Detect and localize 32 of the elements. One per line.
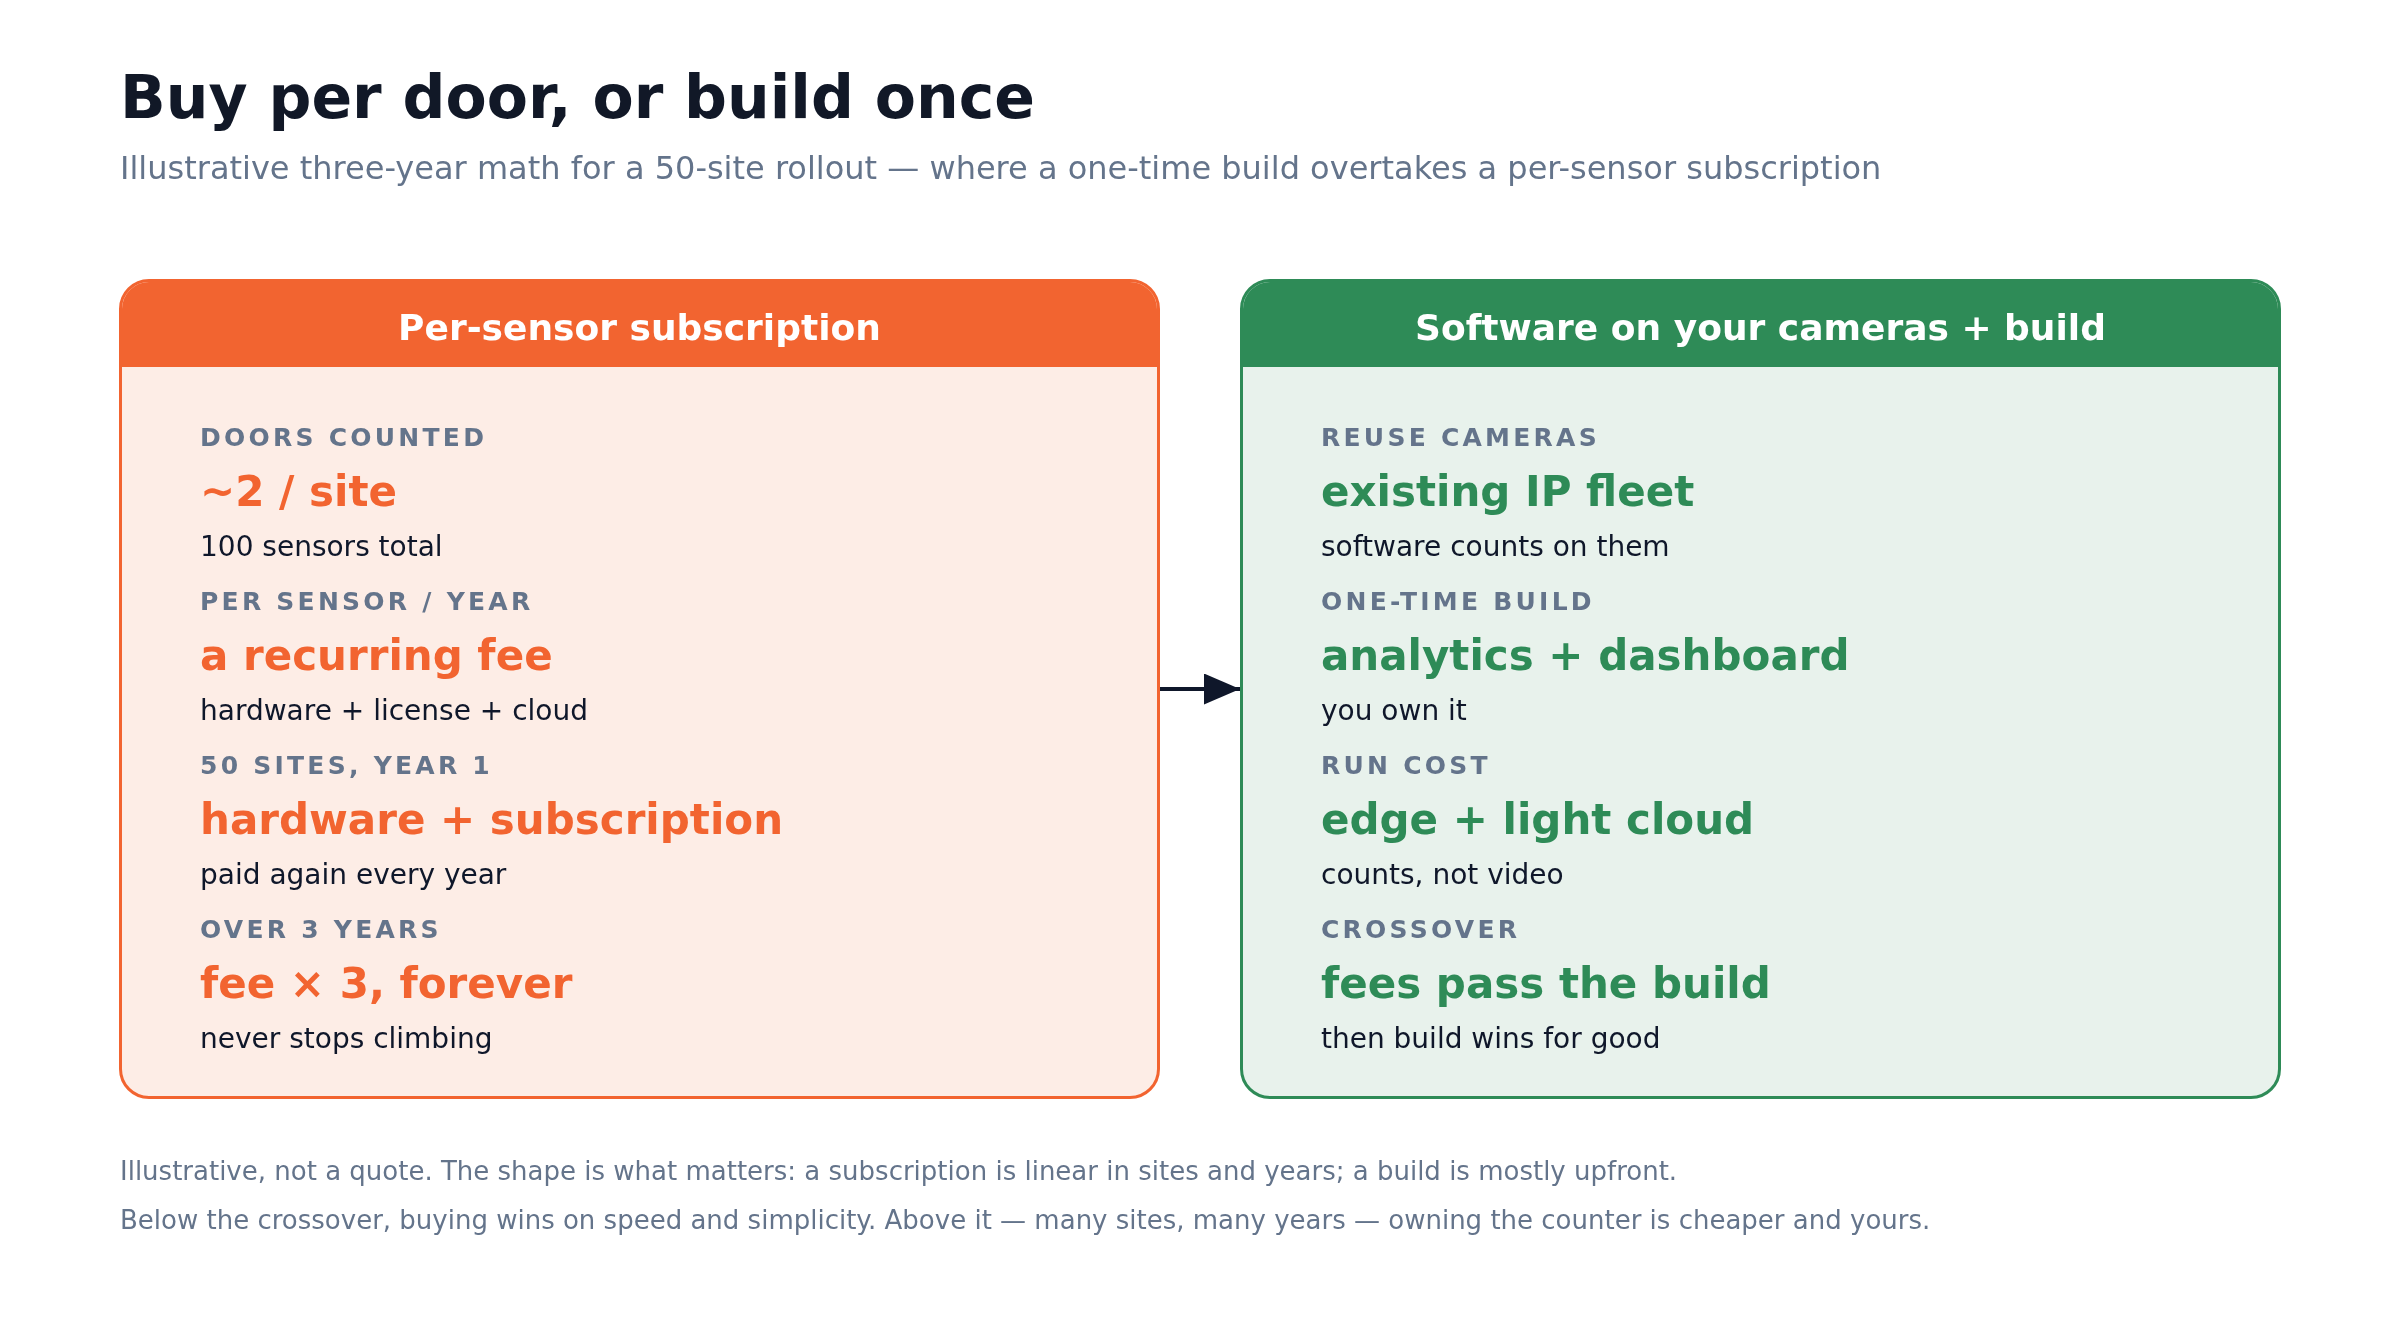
metric-note: software counts on them <box>1321 530 1670 564</box>
metric-label: 50 SITES, YEAR 1 <box>200 750 493 781</box>
metric-value: fee × 3, forever <box>200 958 573 1010</box>
footnote: Below the crossover, buying wins on speed and simplicity. Above it — many sites, many years — owning the counter is cheaper and yours. <box>120 1207 1931 1233</box>
card-header: Software on your cameras + build <box>1243 282 2278 367</box>
metric-note: hardware + license + cloud <box>200 694 588 728</box>
metric-note: paid again every year <box>200 858 507 892</box>
metric-label: DOORS COUNTED <box>200 423 488 453</box>
metric-value: fees pass the build <box>1321 958 1771 1010</box>
metric-label: RUN COST <box>1321 750 1491 781</box>
footnote: Illustrative, not a quote. The shape is what matters: a subscription is linear in sites and years; a build is mostly upfront. <box>120 1158 1678 1184</box>
subtitle: Illustrative three-year math for a 50-site rollout — where a one-time build overtakes a per-sensor subscription <box>120 152 1882 184</box>
metric-value: hardware + subscription <box>200 794 784 846</box>
metric-label: PER SENSOR / YEAR <box>200 587 534 617</box>
metric-label: ONE-TIME BUILD <box>1321 587 1595 617</box>
metric-value: ~2 / site <box>200 467 397 518</box>
pricing-card <box>1240 279 2281 1099</box>
metric-value: edge + light cloud <box>1321 794 1755 846</box>
metric-note: you own it <box>1321 694 1467 728</box>
metric-note: never stops climbing <box>200 1022 493 1056</box>
metric-note: 100 sensors total <box>200 530 443 564</box>
metric-value: analytics + dashboard <box>1321 631 1850 682</box>
metric-label: REUSE CAMERAS <box>1321 423 1600 453</box>
metric-value: existing IP fleet <box>1321 467 1695 518</box>
metric-note: then build wins for good <box>1321 1022 1661 1056</box>
metric-label: CROSSOVER <box>1321 914 1521 945</box>
metric-value: a recurring fee <box>200 631 553 682</box>
metric-note: counts, not video <box>1321 858 1564 892</box>
arrow <box>1160 673 1240 705</box>
metric-label: OVER 3 YEARS <box>200 914 442 945</box>
pricing-card <box>119 279 1160 1099</box>
card-header: Per-sensor subscription <box>122 282 1157 367</box>
